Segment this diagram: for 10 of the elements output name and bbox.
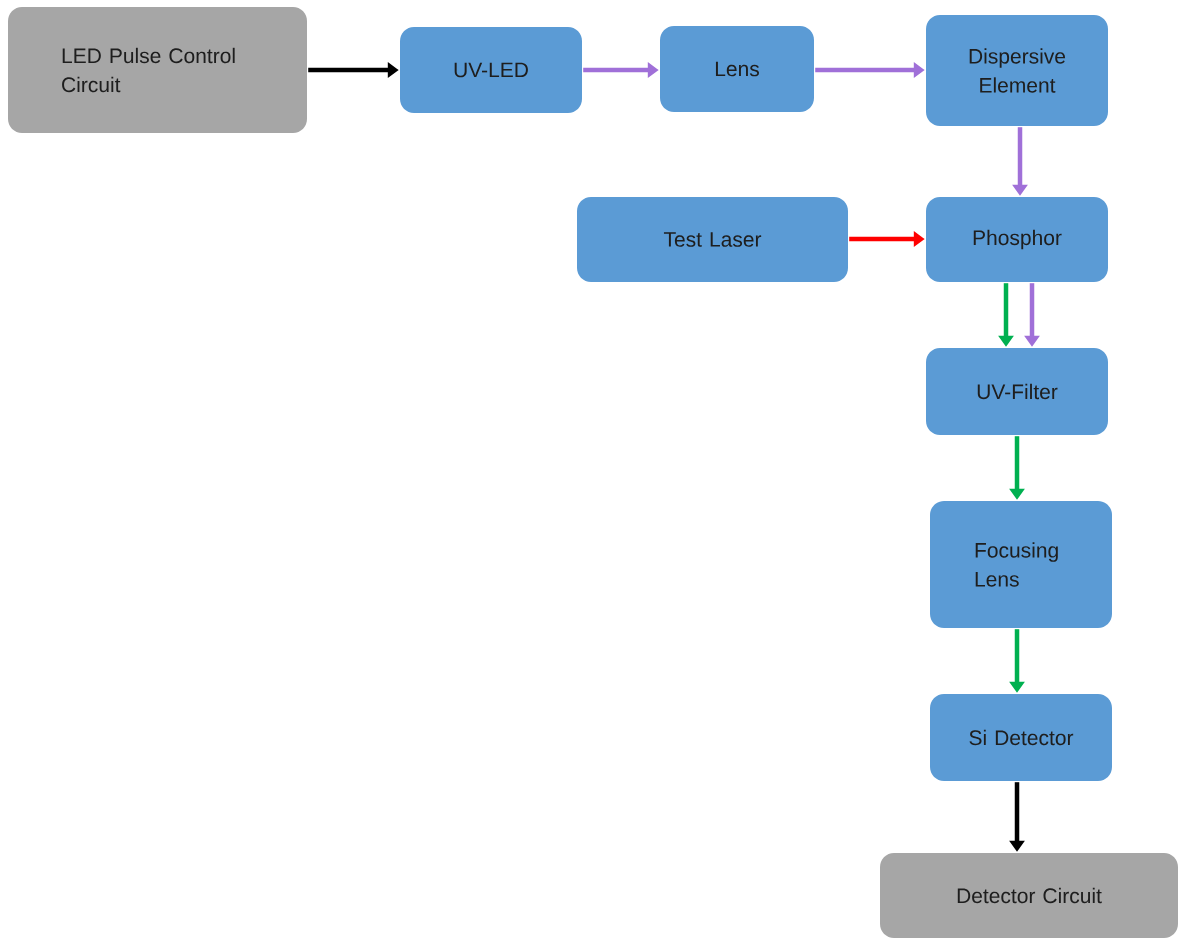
- component-box: Dispersive Element: [926, 15, 1108, 126]
- component-box: UV-LED: [400, 27, 582, 113]
- circuit-box: Detector Circuit: [880, 853, 1178, 938]
- component-box: Phosphor: [926, 197, 1108, 282]
- circuit-box: LED Pulse Control Circuit: [8, 7, 307, 133]
- component-box: Focusing Lens: [930, 501, 1112, 628]
- component-box: Si Detector: [930, 694, 1112, 781]
- component-box: UV-Filter: [926, 348, 1108, 435]
- component-box: Test Laser: [577, 197, 848, 282]
- component-box: Lens: [660, 26, 814, 112]
